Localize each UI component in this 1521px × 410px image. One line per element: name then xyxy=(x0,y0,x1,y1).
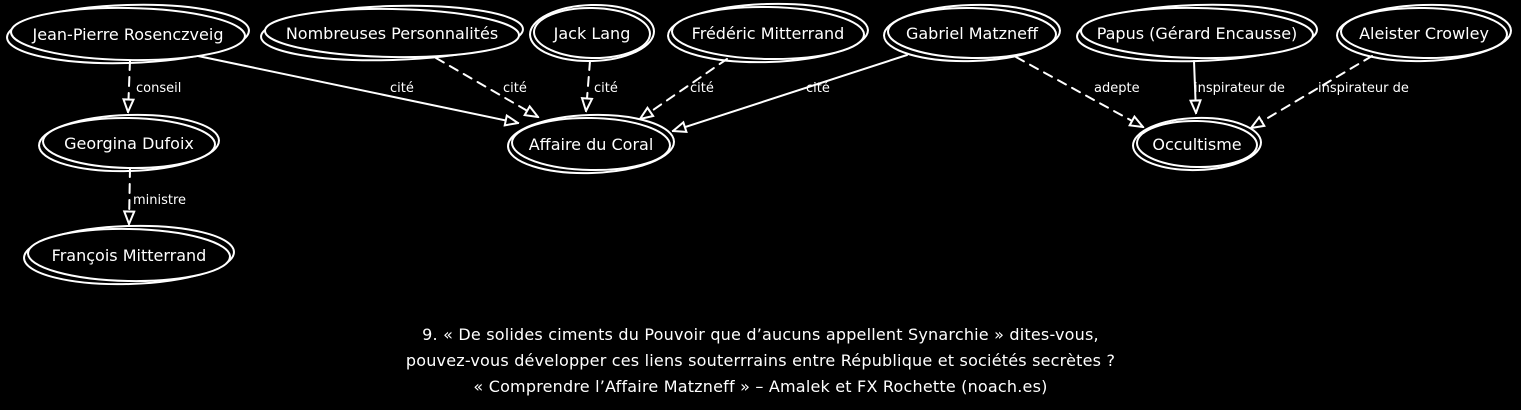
edge-jack_lang-affaire_du_coral: cité xyxy=(586,60,618,111)
node-jack_lang: Jack Lang xyxy=(529,3,655,63)
edges-layer: conseil cité cité cité cité cité adepte inspira… xyxy=(128,54,1409,224)
node-label: Frédéric Mitterrand xyxy=(692,24,845,43)
node-outline-inner xyxy=(1340,6,1508,60)
node-outline-inner xyxy=(511,116,671,172)
node-outline-inner xyxy=(671,5,865,61)
edge-arrow xyxy=(1194,60,1196,113)
node-outline-inner xyxy=(264,7,520,59)
edge-label: inspirateur de xyxy=(1318,81,1409,96)
edge-frederic_mitterrand-affaire_du_coral: cité xyxy=(640,58,728,119)
node-affaire_du_coral: Affaire du Coral xyxy=(507,113,675,175)
edge-label: ministre xyxy=(133,193,186,208)
nodes-layer: Jean-Pierre Rosenczveig Nombreuses Person… xyxy=(6,2,1512,286)
edge-arrow xyxy=(435,57,538,117)
node-outline-inner xyxy=(887,6,1057,60)
node-label: François Mitterrand xyxy=(52,246,207,265)
node-outline-inner xyxy=(27,227,231,283)
edge-label: inspirateur de xyxy=(1194,81,1285,96)
node-label: Papus (Gérard Encausse) xyxy=(1097,24,1298,43)
edge-arrow xyxy=(1251,55,1373,128)
node-label: Occultisme xyxy=(1152,135,1241,154)
edge-arrow xyxy=(129,167,130,224)
edge-label: cité xyxy=(690,81,714,96)
node-outline-inner xyxy=(1136,119,1258,169)
node-outline-inner xyxy=(533,6,651,60)
edge-label: cité xyxy=(503,81,527,96)
caption: 9. « De solides ciments du Pouvoir que d… xyxy=(0,322,1521,400)
edge-nombreuses_personnalites-affaire_du_coral: cité xyxy=(435,57,538,117)
node-label: Nombreuses Personnalités xyxy=(286,24,498,43)
node-frederic_mitterrand: Frédéric Mitterrand xyxy=(667,2,869,64)
caption-line-3: « Comprendre l’Affaire Matzneff » – Amal… xyxy=(473,377,1048,396)
node-outline-inner xyxy=(10,6,246,62)
edge-arrow xyxy=(128,60,130,112)
node-francois_mitterrand: François Mitterrand xyxy=(23,224,235,286)
node-label: Jean-Pierre Rosenczveig xyxy=(32,25,224,44)
edge-arrow xyxy=(197,55,518,123)
caption-line-1: 9. « De solides ciments du Pouvoir que d… xyxy=(422,325,1099,344)
edge-label: cité xyxy=(806,81,830,96)
edge-papus-occultisme: inspirateur de xyxy=(1194,60,1285,113)
node-label: Jack Lang xyxy=(553,24,631,43)
edge-arrow xyxy=(586,60,590,111)
edge-arrow xyxy=(640,58,728,119)
node-label: Aleister Crowley xyxy=(1359,24,1489,43)
node-outline-inner xyxy=(1080,6,1314,60)
node-jean_pierre_rosenczveig: Jean-Pierre Rosenczveig xyxy=(6,3,250,65)
node-label: Affaire du Coral xyxy=(529,135,654,154)
node-aleister_crowley: Aleister Crowley xyxy=(1336,3,1512,63)
caption-line-2: pouvez-vous développer ces liens souterr… xyxy=(405,351,1116,370)
node-label: Georgina Dufoix xyxy=(64,134,194,153)
edge-label: conseil xyxy=(136,81,181,96)
edge-arrow xyxy=(673,54,908,131)
edge-label: adepte xyxy=(1094,81,1140,96)
edge-arrow xyxy=(1015,56,1143,127)
edge-gabriel_matzneff-occultisme: adepte xyxy=(1015,56,1143,127)
node-nombreuses_personnalites: Nombreuses Personnalités xyxy=(260,4,524,62)
node-occultisme: Occultisme xyxy=(1132,116,1262,172)
edge-jean_pierre_rosenczveig-georgina_dufoix: conseil xyxy=(128,60,181,112)
edge-gabriel_matzneff-affaire_du_coral: cité xyxy=(673,54,908,131)
edge-aleister_crowley-occultisme: inspirateur de xyxy=(1251,55,1409,128)
node-outline-inner xyxy=(42,116,216,170)
node-papus: Papus (Gérard Encausse) xyxy=(1076,3,1318,63)
edge-jean_pierre_rosenczveig-affaire_du_coral: cité xyxy=(197,55,518,123)
edge-label: cité xyxy=(390,81,414,96)
node-gabriel_matzneff: Gabriel Matzneff xyxy=(883,3,1061,63)
node-georgina_dufoix: Georgina Dufoix xyxy=(38,113,220,173)
node-label: Gabriel Matzneff xyxy=(906,24,1039,43)
edge-georgina_dufoix-francois_mitterrand: ministre xyxy=(129,167,186,224)
edge-label: cité xyxy=(594,81,618,96)
